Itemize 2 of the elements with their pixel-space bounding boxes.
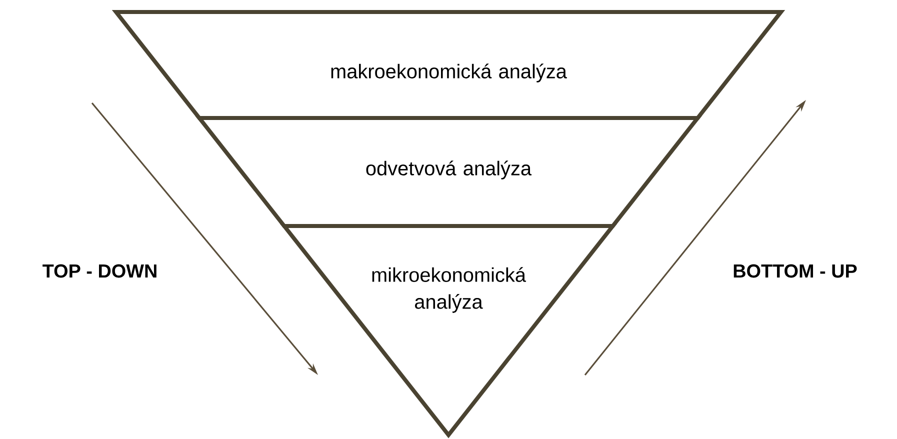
direction-label: BOTTOM - UP [734,264,857,278]
direction-label: TOP - DOWN [42,264,156,278]
